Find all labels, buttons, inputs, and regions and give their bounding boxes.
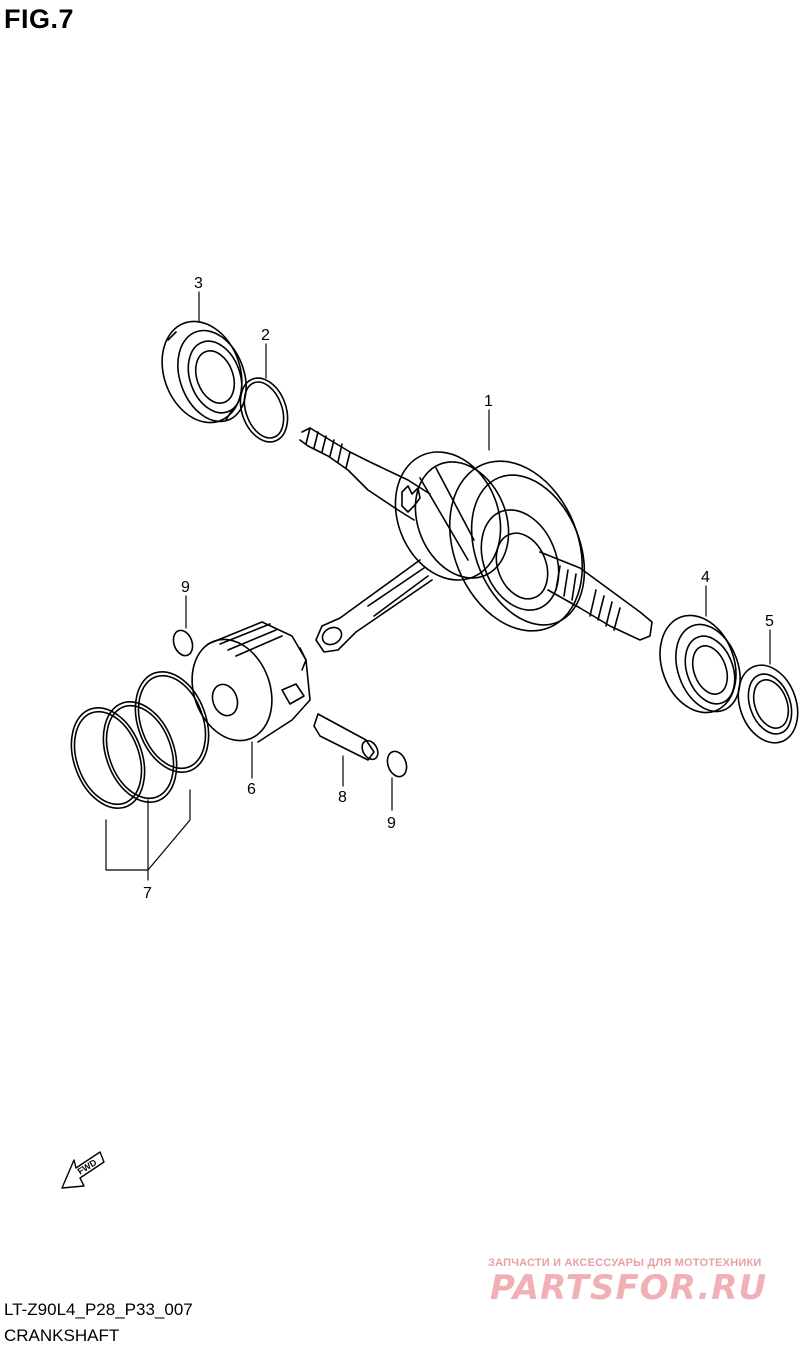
callout-part-4: 4 bbox=[701, 569, 710, 586]
watermark-logo: PARTSFOR.RU bbox=[490, 1268, 768, 1308]
circlip-ring-drawing bbox=[239, 377, 289, 443]
callout-part-8: 8 bbox=[338, 789, 347, 806]
leader-lines bbox=[105, 291, 771, 881]
diagram-name: CRANKSHAFT bbox=[4, 1326, 120, 1345]
piston-drawing bbox=[191, 621, 311, 743]
callout-part-9a: 9 bbox=[181, 579, 190, 596]
callout-part-2: 2 bbox=[261, 327, 270, 344]
callout-part-9b: 9 bbox=[387, 815, 396, 832]
crankshaft-drawing bbox=[299, 427, 653, 653]
piston-pin-clip-drawing bbox=[172, 629, 408, 778]
callout-part-1: 1 bbox=[484, 393, 493, 410]
callout-part-3: 3 bbox=[194, 275, 203, 292]
callout-part-7: 7 bbox=[143, 885, 152, 902]
oil-seal-drawing bbox=[737, 664, 799, 744]
piston-rings-drawing bbox=[70, 670, 210, 810]
bearing-left-drawing bbox=[161, 320, 247, 424]
piston-pin-drawing bbox=[313, 713, 379, 761]
callout-part-6: 6 bbox=[247, 781, 256, 798]
diagram-code: LT-Z90L4_P28_P33_007 bbox=[4, 1300, 193, 1319]
bearing-right-drawing bbox=[659, 614, 741, 714]
callout-part-5: 5 bbox=[765, 613, 774, 630]
watermark-tagline: ЗАПЧАСТИ И АКСЕССУАРЫ ДЛЯ МОТОТЕХНИКИ bbox=[488, 1257, 762, 1269]
fwd-arrow-icon bbox=[61, 1151, 105, 1189]
figure-title: FIG.7 bbox=[4, 4, 75, 34]
